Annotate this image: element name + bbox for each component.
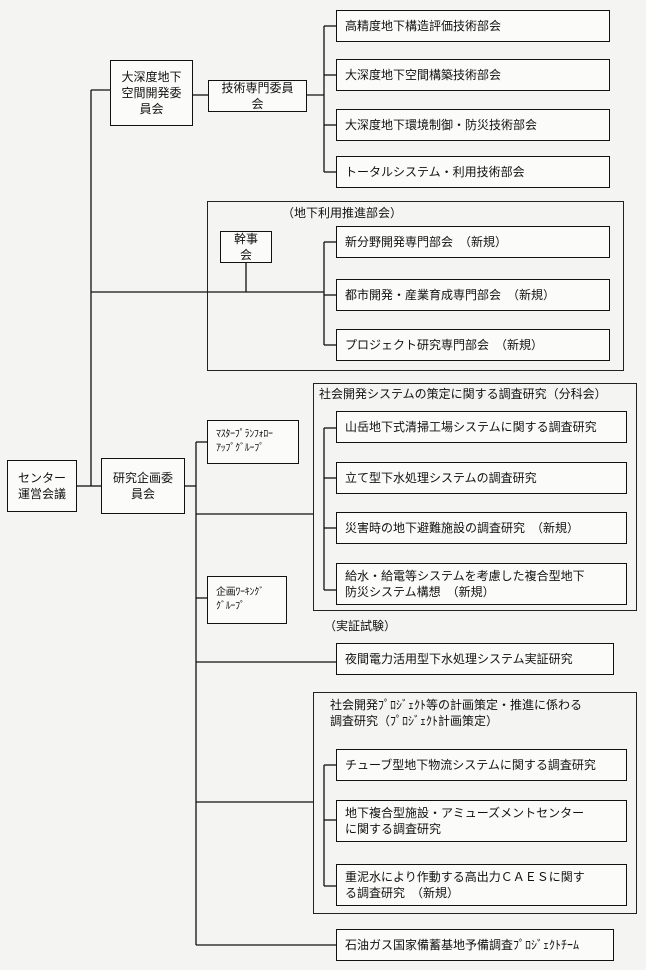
project-planning-frame [313,692,637,914]
demonstration-title: （実証試験） [324,619,397,633]
research-planning-committee: 研究企画委 員会 [101,458,185,514]
underground-subcommittee: 新分野開発専門部会 （新規） [336,226,610,258]
underground-promotion-frame [207,201,624,371]
social-study: 山岳地下式清掃工場システムに関する調査研究 [336,411,627,443]
planning-working-group: 企画ﾜｰｷﾝｸﾞ ｸﾞﾙｰﾌﾟ [207,576,287,624]
social-development-title: 社会開発システムの策定に関する調査研究（分科会） [319,387,607,401]
technical-committee: 技術専門委員会 [208,80,307,112]
center-operations-meeting: センター 運営会議 [7,460,77,512]
project-study: 地下複合型施設・アミューズメントセンター に関する調査研究 [336,800,627,842]
project-study: 重泥水により作動する高出力ＣＡＥＳに関す る調査研究 （新規） [336,864,627,906]
social-development-frame [313,383,637,611]
project-planning-title: 社会開発ﾌﾟﾛｼﾞｪｸﾄ等の計画策定・推進に係わる 調査研究（ﾌﾟﾛｼﾞｪｸﾄ計… [330,698,583,728]
demonstration-study: 夜間電力活用型下水処理システム実証研究 [336,643,614,675]
social-study: 災害時の地下避難施設の調査研究 （新規） [336,512,627,544]
underground-subcommittee: 都市開発・産業育成専門部会 （新規） [336,279,610,311]
tech-subcommittee: 大深度地下空間構築技術部会 [336,59,610,91]
underground-promotion-title: （地下利用推進部会） [282,206,403,220]
master-plan-followup-group: ﾏｽﾀｰﾌﾟﾗﾝﾌｫﾛｰ ｱｯﾌﾟｸﾞﾙｰﾌﾟ [207,420,299,464]
tech-subcommittee: 大深度地下環境制御・防災技術部会 [336,109,610,141]
underground-subcommittee: プロジェクト研究専門部会 （新規） [336,329,610,361]
tech-subcommittee: 高精度地下構造評価技術部会 [336,10,610,42]
social-study: 給水・給電等システムを考慮した複合型地下 防災システム構想 （新規） [336,563,627,605]
deep-underground-committee: 大深度地下 空間開発委 員会 [110,60,193,126]
project-study: チューブ型地下物流システムに関する調査研究 [336,749,627,781]
oil-gas-project-team: 石油ガス国家備蓄基地予備調査ﾌﾟﾛｼﾞｪｸﾄﾁｰﾑ [336,929,614,961]
secretariat-box: 幹事会 [220,231,272,263]
tech-subcommittee: トータルシステム・利用技術部会 [336,156,610,188]
social-study: 立て型下水処理システムの調査研究 [336,462,627,494]
